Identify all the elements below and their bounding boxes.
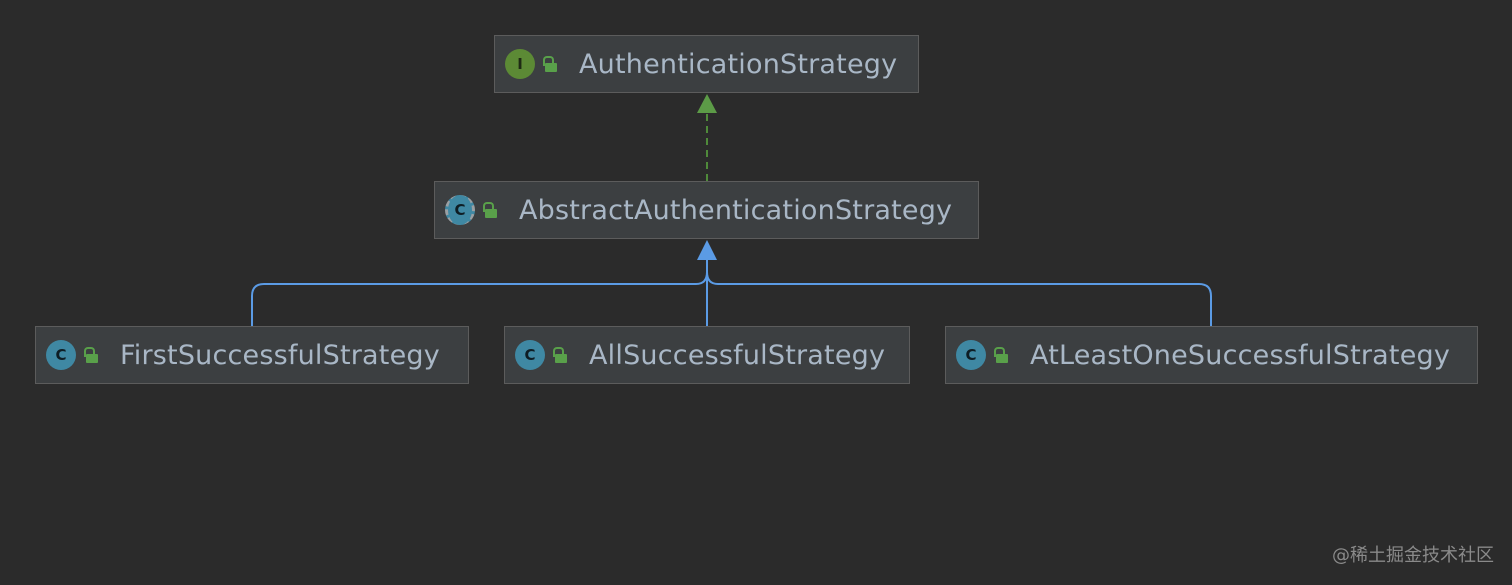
extends-edge-at-least-one (706, 271, 1212, 326)
watermark: @稀土掘金技术社区 (1332, 545, 1494, 566)
node-label: AbstractAuthenticationStrategy (519, 194, 953, 226)
node-label: FirstSuccessfulStrategy (120, 339, 440, 371)
public-lock-icon (483, 202, 497, 218)
public-lock-icon (543, 56, 557, 72)
class-icon: C (956, 340, 986, 370)
class-badge-letter: C (524, 346, 536, 364)
class-badge-letter: C (965, 346, 977, 364)
abstract-class-icon: C (445, 195, 475, 225)
extends-edge-first (251, 271, 708, 326)
public-lock-icon (84, 347, 98, 363)
node-first-successful-strategy[interactable]: C FirstSuccessfulStrategy (35, 326, 469, 384)
node-abstract-authentication-strategy[interactable]: C AbstractAuthenticationStrategy (434, 181, 979, 239)
extends-arrowhead (697, 240, 717, 260)
node-label: AuthenticationStrategy (579, 48, 898, 80)
public-lock-icon (553, 347, 567, 363)
node-all-successful-strategy[interactable]: C AllSuccessfulStrategy (504, 326, 910, 384)
interface-badge-letter: I (517, 55, 523, 73)
node-authentication-strategy[interactable]: I AuthenticationStrategy (494, 35, 919, 93)
class-icon: C (515, 340, 545, 370)
class-icon: C (46, 340, 76, 370)
node-at-least-one-successful-strategy[interactable]: C AtLeastOneSuccessfulStrategy (945, 326, 1478, 384)
interface-icon: I (505, 49, 535, 79)
abstract-class-badge-letter: C (454, 201, 466, 219)
class-badge-letter: C (55, 346, 67, 364)
node-label: AllSuccessfulStrategy (589, 339, 886, 371)
node-label: AtLeastOneSuccessfulStrategy (1030, 339, 1451, 371)
implements-arrowhead (697, 94, 717, 113)
public-lock-icon (994, 347, 1008, 363)
